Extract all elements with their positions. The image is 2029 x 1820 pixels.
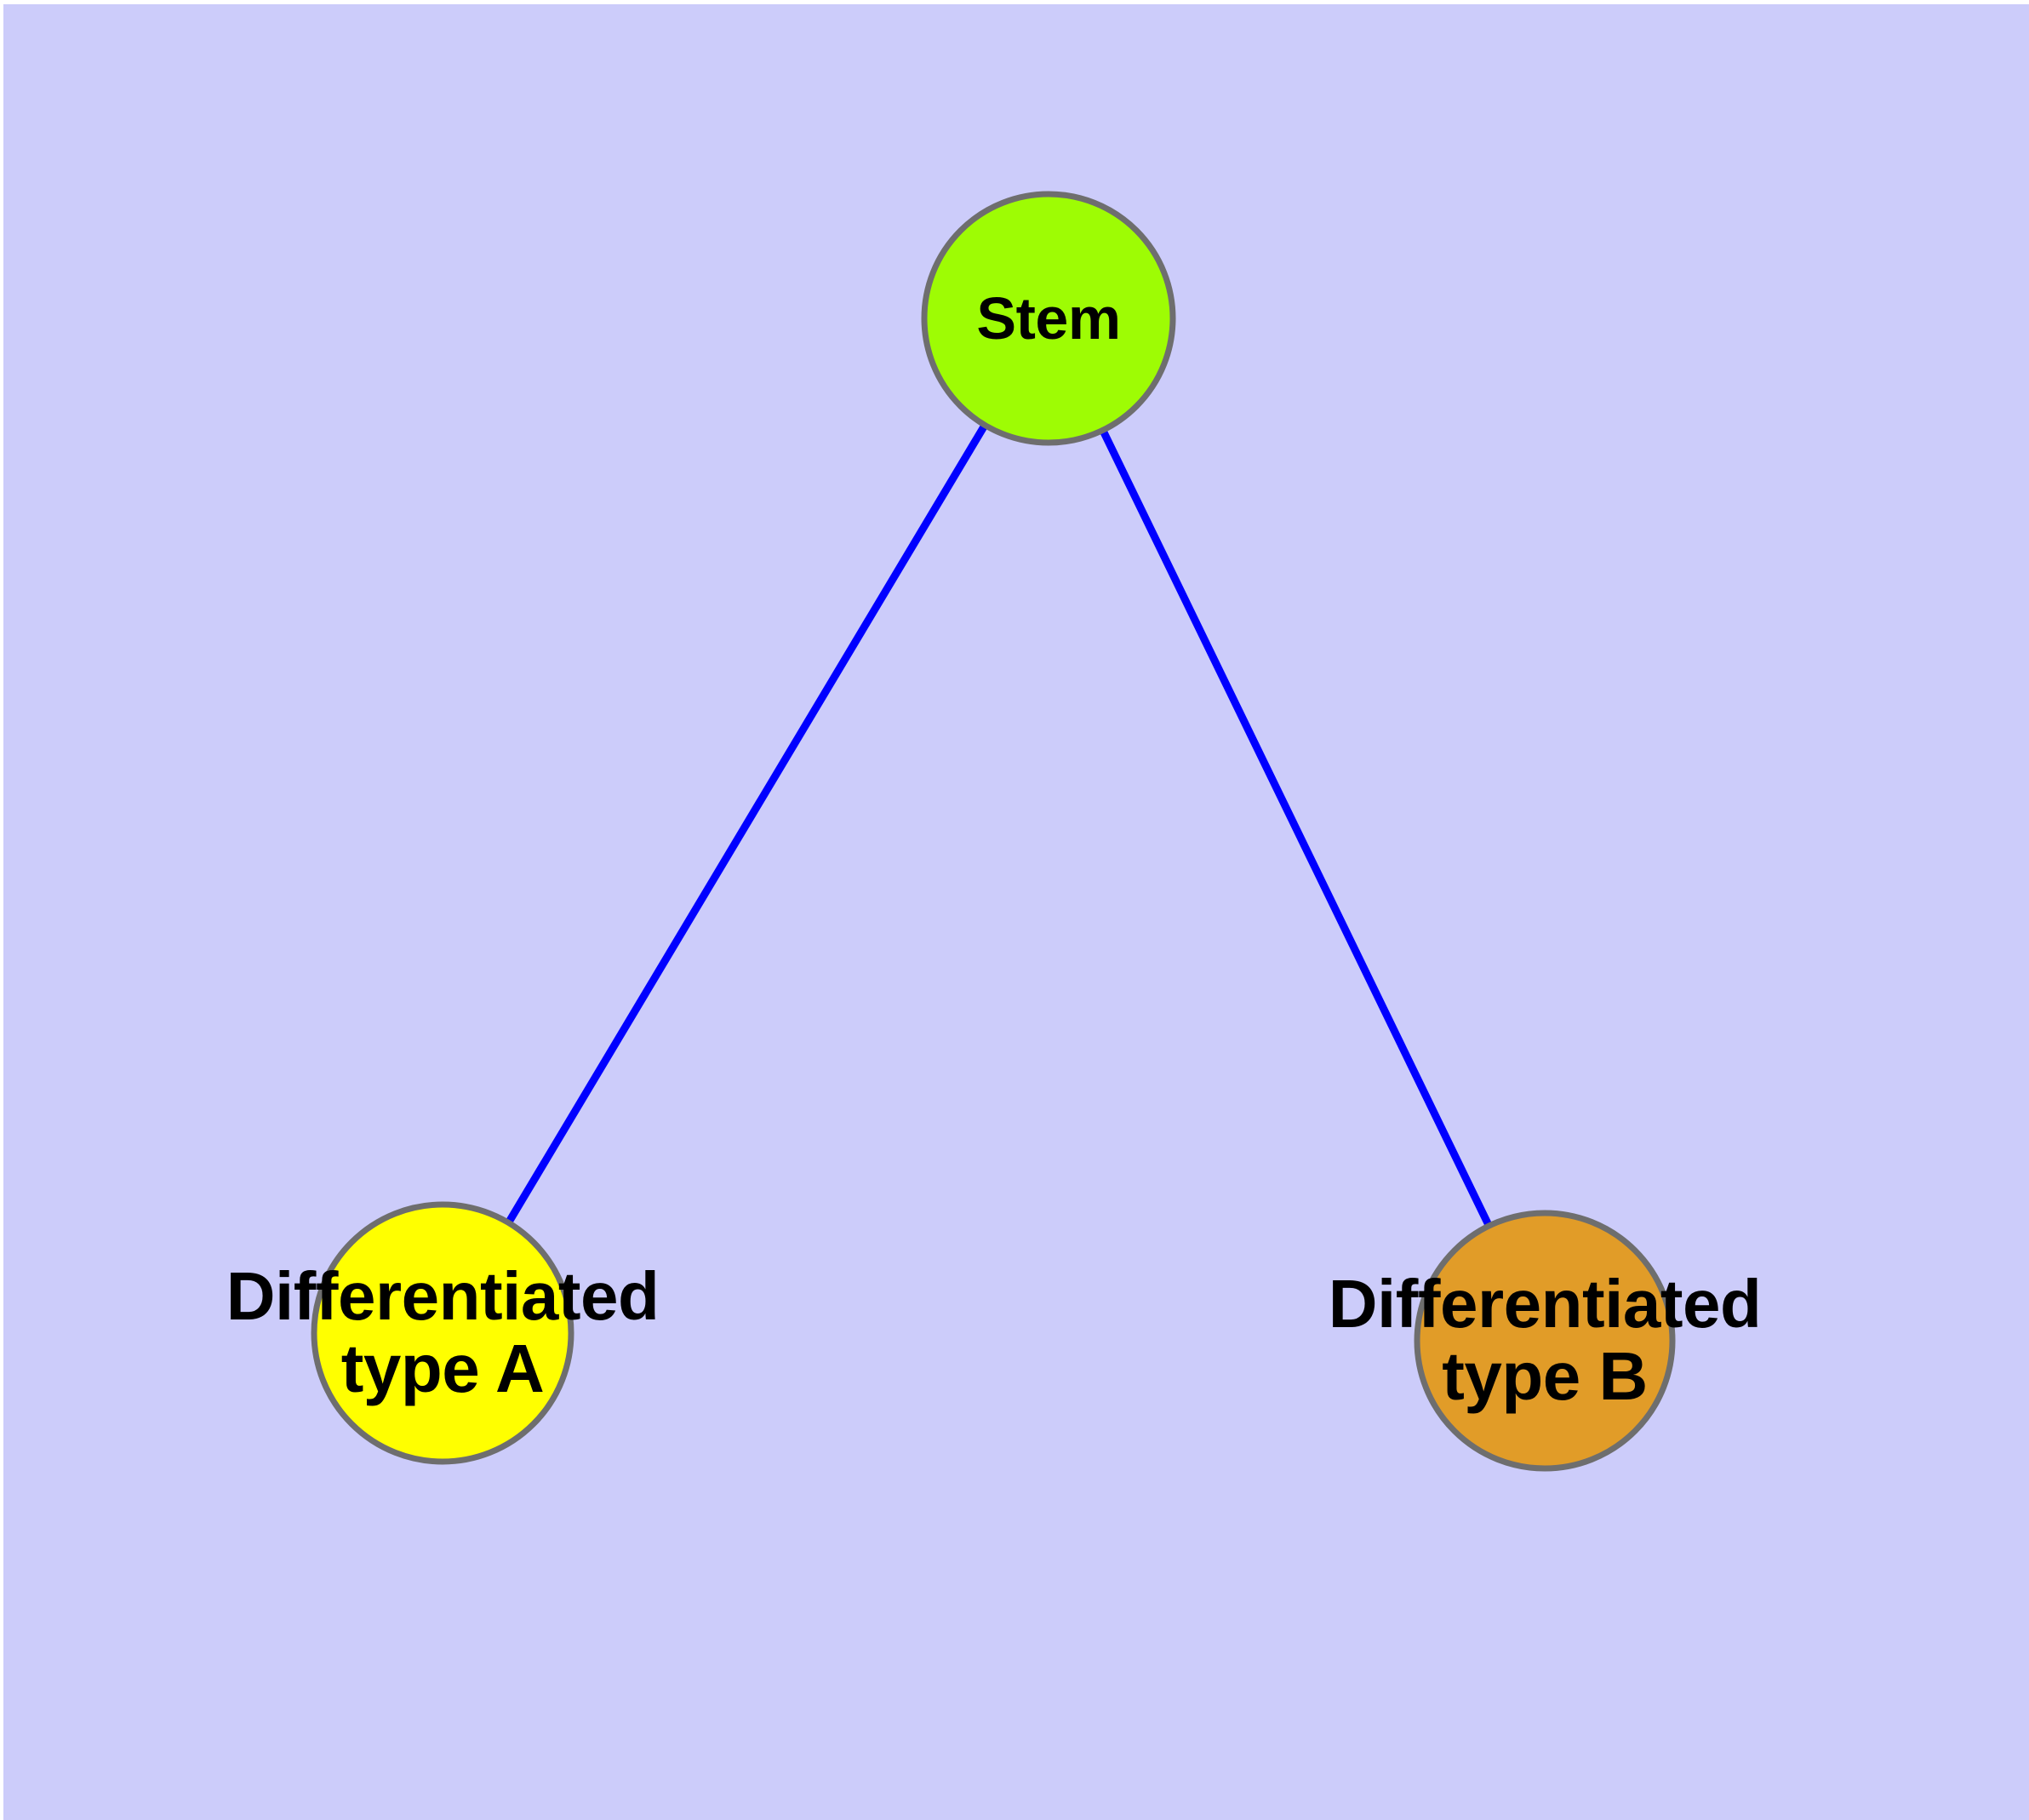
edges-group xyxy=(503,420,1495,1231)
nodes-group xyxy=(311,191,1676,1472)
edge-stem-to-diff_a xyxy=(503,420,991,1228)
node-stem[interactable] xyxy=(921,191,1176,446)
node-diff_a[interactable] xyxy=(311,1201,574,1465)
node-diff_b[interactable] xyxy=(1414,1210,1676,1472)
edge-stem-to-diff_b xyxy=(1097,425,1495,1231)
